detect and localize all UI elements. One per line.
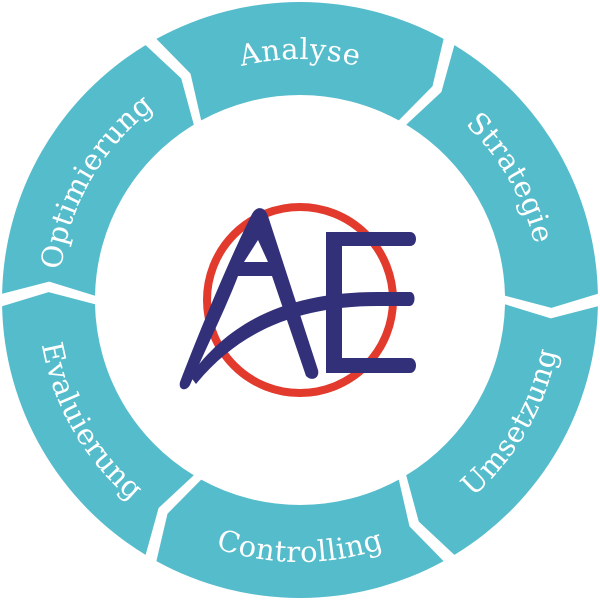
segment-optimierung xyxy=(2,45,194,296)
segment-umsetzung xyxy=(406,304,598,555)
logo xyxy=(179,203,416,397)
logo-swoosh xyxy=(190,292,415,384)
segment-controlling xyxy=(156,479,444,598)
logo-letter-e xyxy=(326,232,416,373)
ring-labels: AnalyseStrategieUmsetzungControllingEval… xyxy=(34,32,563,569)
segment-analyse xyxy=(156,2,444,121)
logo-letter-a xyxy=(179,208,319,390)
segment-strategie xyxy=(406,45,598,308)
segment-evaluierung xyxy=(2,292,194,555)
